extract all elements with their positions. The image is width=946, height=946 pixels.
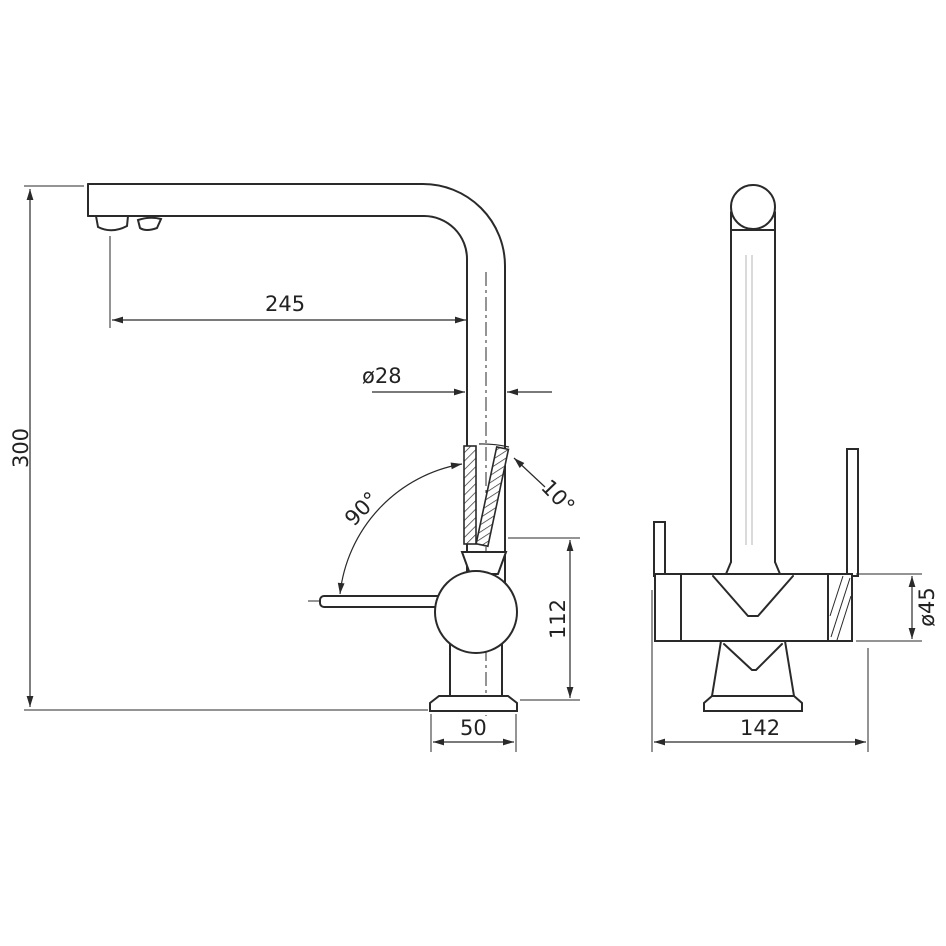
handle-pivot [460,551,508,575]
body-v-transition [712,575,794,617]
base-flange-side [429,695,518,712]
dim-base-width: 50 [460,716,487,740]
riser-top-cap [730,184,776,230]
dim-overall-width: 142 [740,716,780,740]
dim-angle-10: 10° [536,475,579,518]
body-hatch-3 [829,575,844,617]
spout-outer-edge [87,183,506,587]
front-handle-left [653,521,666,577]
valve-body-circle [434,570,518,654]
lower-spout-v [723,643,783,671]
aerator-nozzle [94,215,130,232]
body-hatch-2 [836,595,852,641]
lever-handle-horizontal [319,595,449,608]
body-hatch-1 [830,577,851,638]
dim-spout-reach: 245 [265,292,305,316]
front-view: ø45 142 [651,184,939,752]
aerator-detail [136,216,163,231]
dim-overall-height: 300 [9,428,33,468]
dim-angle-90: 90° [340,487,383,530]
front-handle-right [846,448,859,577]
lower-spout-left [711,640,722,697]
angle-arc-90 [337,462,463,595]
lower-spout-right [784,640,795,697]
riser-collar [725,561,781,575]
angle-arc-10 [478,443,510,448]
angle-10-leader [513,457,546,488]
handle-stick-tilted [475,445,510,548]
dim-body-height: 112 [546,599,570,639]
handle-stick-vertical [463,445,477,545]
dim-spout-diameter: ø28 [362,364,402,388]
spout-inner-edge [87,215,468,587]
base-flange-front [703,695,803,712]
dim-body-diameter: ø45 [915,587,939,627]
side-view: 245 ø28 300 90° 10° 112 50 [9,183,580,752]
front-body-cylinder [654,573,853,642]
